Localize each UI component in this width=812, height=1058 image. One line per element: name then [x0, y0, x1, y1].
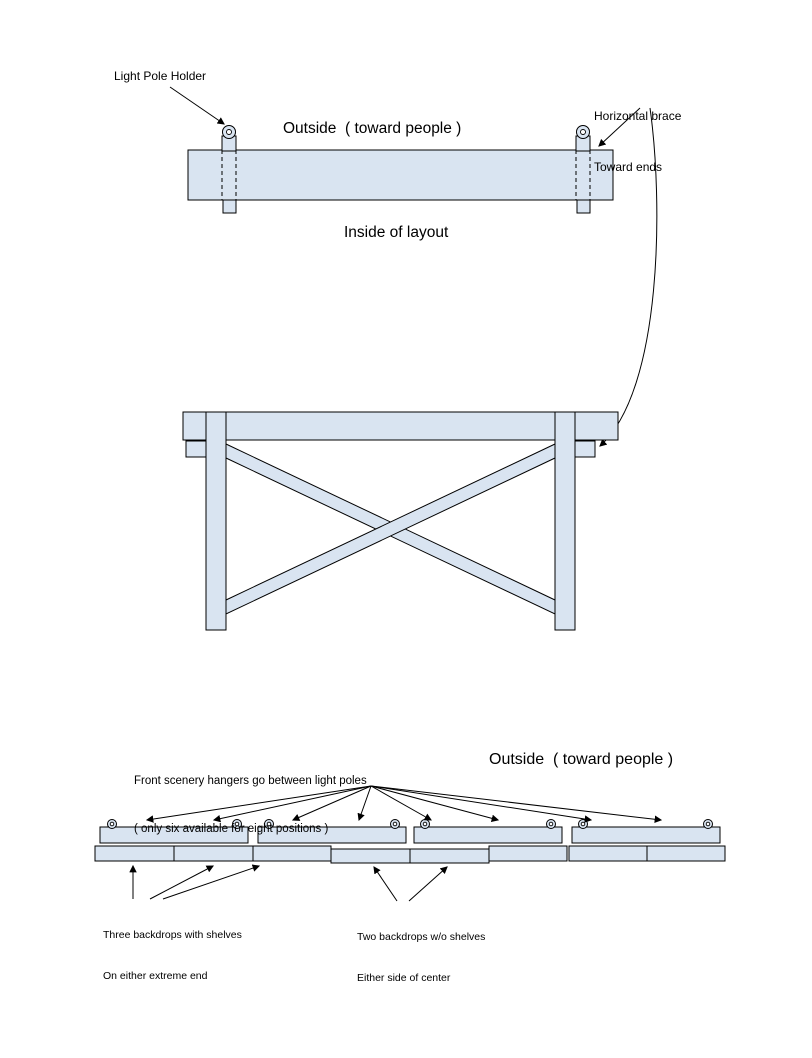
hanger-position-arrow: [370, 785, 500, 822]
backdrops-with-shelves-line1: Three backdrops with shelves: [103, 929, 242, 941]
top-beam: [187, 149, 614, 201]
pole-board: [571, 826, 721, 844]
left-light-pole-ring-hole: [226, 129, 232, 135]
light-pole-ring-hole: [109, 821, 115, 827]
horizontal-brace-arrow-to-beam: [598, 107, 641, 147]
front-outside-label: Outside ( toward people ): [489, 751, 674, 768]
horizontal-brace-label-line1: Horizontal brace: [594, 109, 682, 123]
end-view-group: [182, 411, 619, 631]
light-pole-ring-hole: [234, 821, 240, 827]
front-scenery-hangers-label: Front scenery hangers go between light p…: [134, 741, 367, 869]
right-holder-bottom-tab: [576, 199, 591, 214]
front-view-group: [94, 785, 726, 902]
pole-board: [99, 826, 249, 844]
light-pole-ring-hole: [705, 821, 711, 827]
cross-brace-right-to-left: [225, 443, 556, 615]
top-outside-label: Outside ( toward people ): [283, 120, 462, 137]
center-backdrop-arrow: [408, 866, 448, 902]
hanger-position-arrow: [370, 785, 593, 823]
shelf-backdrop-arrow: [162, 864, 261, 900]
inside-of-layout-label: Inside of layout: [344, 224, 449, 241]
backdrops-without-shelves-line2: Either side of center: [357, 971, 451, 984]
backdrop-with-shelf: [568, 845, 648, 862]
pole-board: [413, 826, 563, 844]
backdrop-without-shelf: [409, 848, 490, 864]
hanger-position-arrow: [357, 785, 372, 822]
light-pole-ring-hole: [548, 821, 554, 827]
light-pole-ring-hole: [266, 821, 272, 827]
center-backdrop-arrow: [373, 866, 398, 902]
left-horizontal-brace-end: [185, 440, 207, 458]
backdrops-with-shelves-line2: On either extreme end: [103, 969, 208, 982]
trestle-left-leg: [205, 411, 227, 631]
horizontal-brace-label: Horizontal brace Toward ends: [594, 74, 681, 210]
backdrops-without-shelves-line1: Two backdrops w/o shelves: [357, 931, 486, 943]
front-scenery-hangers-line2: ( only six available for eight positions…: [134, 823, 329, 835]
trestle-right-leg: [554, 411, 576, 631]
hanger-position-arrow: [212, 785, 372, 823]
backdrops-with-shelves-label: Three backdrops with shelves On either e…: [103, 902, 242, 1010]
horizontal-brace-label-line2: Toward ends: [594, 160, 663, 174]
backdrop-with-shelf: [646, 845, 726, 862]
hanger-position-arrow: [145, 785, 372, 823]
light-pole-ring-hole: [580, 821, 586, 827]
light-pole-ring-hole: [392, 821, 398, 827]
trestle-top-beam: [182, 411, 619, 441]
pole-board: [257, 826, 407, 844]
front-scenery-hangers-line1: Front scenery hangers go between light p…: [134, 775, 367, 787]
right-light-pole-ring-hole: [580, 129, 586, 135]
backdrop-with-shelf: [488, 845, 568, 862]
hanger-position-arrow: [291, 785, 372, 821]
light-pole-ring-hole: [422, 821, 428, 827]
hanger-position-arrow: [370, 785, 663, 823]
shelf-backdrop-arrow: [149, 865, 214, 900]
light-pole-holder-arrow: [169, 86, 225, 125]
hanger-position-arrow: [370, 785, 432, 821]
backdrops-without-shelves-label: Two backdrops w/o shelves Either side of…: [357, 904, 485, 1012]
horizontal-brace-arrow-to-trestle: [599, 107, 658, 447]
right-horizontal-brace-end: [574, 440, 596, 458]
top-view-group: [169, 86, 658, 447]
light-pole-holder-label: Light Pole Holder: [114, 69, 207, 83]
left-holder-bottom-tab: [222, 199, 237, 214]
